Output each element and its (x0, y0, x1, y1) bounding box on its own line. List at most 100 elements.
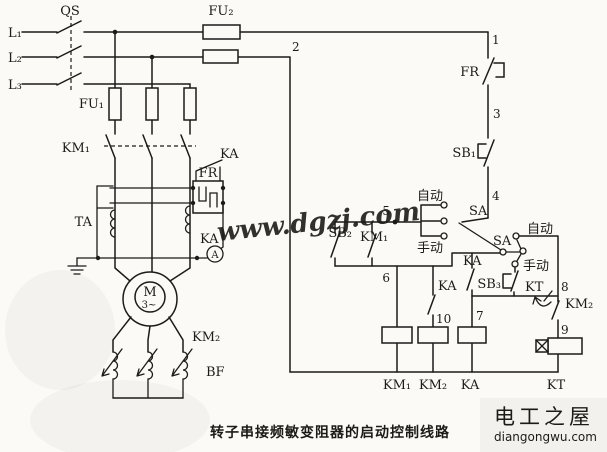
sa2-auto-wire (518, 235, 559, 301)
watermark-center: www.dgzj.com (216, 197, 422, 248)
control-line-1 (482, 31, 505, 139)
label-coil-kt: KT (547, 378, 566, 393)
label-motor-phases: 3~ (142, 300, 157, 311)
bf-coil-a (112, 351, 119, 399)
label-sa2-auto: 自动 (527, 222, 553, 237)
phase-l1-wire (21, 20, 489, 34)
fuse-drop-wires (114, 31, 153, 89)
fr-heater-block (192, 180, 224, 214)
node-7: 7 (476, 309, 484, 323)
fr-heater-elements (198, 186, 218, 208)
terminal-dot (220, 185, 226, 191)
label-coil-ka: KA (461, 378, 480, 393)
junction-dot (95, 255, 101, 261)
bf-coil-b (147, 351, 154, 399)
label-fu2: FU₂ (208, 4, 233, 19)
sa1-manual-contact (440, 232, 448, 240)
sa2-moving-contact (519, 247, 527, 255)
sa1-moving-contact (440, 217, 448, 225)
label-fu1: FU₁ (79, 97, 104, 112)
motor-inner-circle (134, 281, 166, 313)
node-9: 9 (561, 323, 569, 337)
km2-aux-branch (551, 299, 560, 373)
fuse-fu2-l1 (202, 24, 241, 40)
motor-feed-wires (114, 157, 191, 282)
kt-coil-flag-x (535, 339, 549, 353)
kt-coil (547, 337, 583, 355)
label-kt-contact: KT (525, 280, 544, 295)
sa2-lever (505, 239, 522, 262)
node-10: 10 (436, 312, 451, 326)
sa2-manual-contact (511, 260, 519, 268)
sa2-pivot-contact (499, 248, 507, 256)
label-fr-contact: FR (460, 65, 480, 80)
watermark-corner: 电工之屋 diangongwu.com (480, 398, 607, 452)
bf-arrow-c (171, 348, 193, 377)
label-sa1-manual: 手动 (417, 241, 443, 256)
kt-delay-contact (532, 290, 553, 307)
km2-coil (417, 326, 449, 344)
node-1: 1 (492, 33, 500, 47)
diagram-labels: L₁ L₂ L₃ QS FU₂ FU₁ KM₁ KA FR TA KA A M … (8, 4, 593, 393)
label-sb1: SB₁ (452, 146, 476, 161)
phase-l3-wire (21, 72, 191, 89)
label-l1: L₁ (8, 26, 22, 41)
label-coil-km1: KM₁ (383, 378, 411, 393)
label-l2: L₂ (8, 51, 22, 66)
power-circuit (21, 16, 489, 399)
bf-coil-c (182, 351, 189, 399)
ka-left-branch (427, 265, 436, 373)
watermark-corner-bg (480, 398, 607, 452)
ammeter-symbol (206, 245, 224, 263)
ta-coil-left (109, 209, 116, 238)
junction-dot (194, 255, 200, 261)
ka-relay-coil (184, 205, 191, 234)
label-km1-aux: KM₁ (360, 230, 388, 245)
rotor-lead-wires (112, 316, 184, 353)
label-fr-heater: FR (199, 166, 219, 181)
label-ka-shunt: KA (220, 147, 239, 162)
sb2-branch (330, 221, 396, 267)
node-3: 3 (493, 107, 501, 121)
bf-arrow-b (136, 348, 158, 377)
junction-dot (112, 29, 118, 35)
label-ta: TA (75, 215, 93, 230)
label-ka-aux-left: KA (438, 279, 457, 294)
sa1-auto-contact (440, 201, 448, 209)
label-ka-meter: KA (200, 232, 219, 247)
label-qs: QS (60, 4, 80, 19)
label-motor: M (143, 285, 156, 300)
fuse-fu1-a (108, 87, 122, 121)
diagram-caption: 转子串接频敏变阻器的启动控制线路 (210, 424, 450, 441)
fuse-fu2-l2 (202, 49, 239, 64)
phase-l2-wire (21, 45, 291, 373)
node-5: 5 (382, 204, 390, 218)
fuse-fu1-c (183, 87, 197, 121)
node-4: 4 (492, 189, 500, 203)
label-sa2-manual: 手动 (523, 259, 549, 274)
label-sb3: SB₃ (477, 277, 501, 292)
ta-secondary-wires (76, 187, 224, 259)
km1-aux-branch (367, 221, 377, 267)
ground-symbol (67, 257, 87, 275)
label-ka-aux-right: KA (463, 254, 482, 269)
fuse-fu1-b (145, 87, 159, 121)
label-sb2: SB₂ (328, 226, 352, 241)
label-km2-aux: KM₂ (565, 297, 593, 312)
label-coil-km2: KM₂ (419, 378, 447, 393)
sb1-contact (477, 139, 495, 219)
sa1-wiring (394, 204, 489, 237)
km1-coil (381, 326, 413, 344)
label-l3: L₃ (8, 78, 22, 93)
watermark-site-name: 电工之屋 (494, 405, 594, 429)
node-6: 6 (382, 271, 390, 285)
watermark-site-url: diangongwu.com (494, 430, 597, 444)
bf-arrow-a (101, 348, 123, 377)
label-km1-main: KM₁ (62, 141, 90, 156)
label-km2-rotor: KM₂ (192, 330, 220, 345)
ka-right-branch (466, 252, 475, 297)
ka-coil (457, 326, 487, 344)
label-sa1-auto: 自动 (417, 189, 443, 204)
